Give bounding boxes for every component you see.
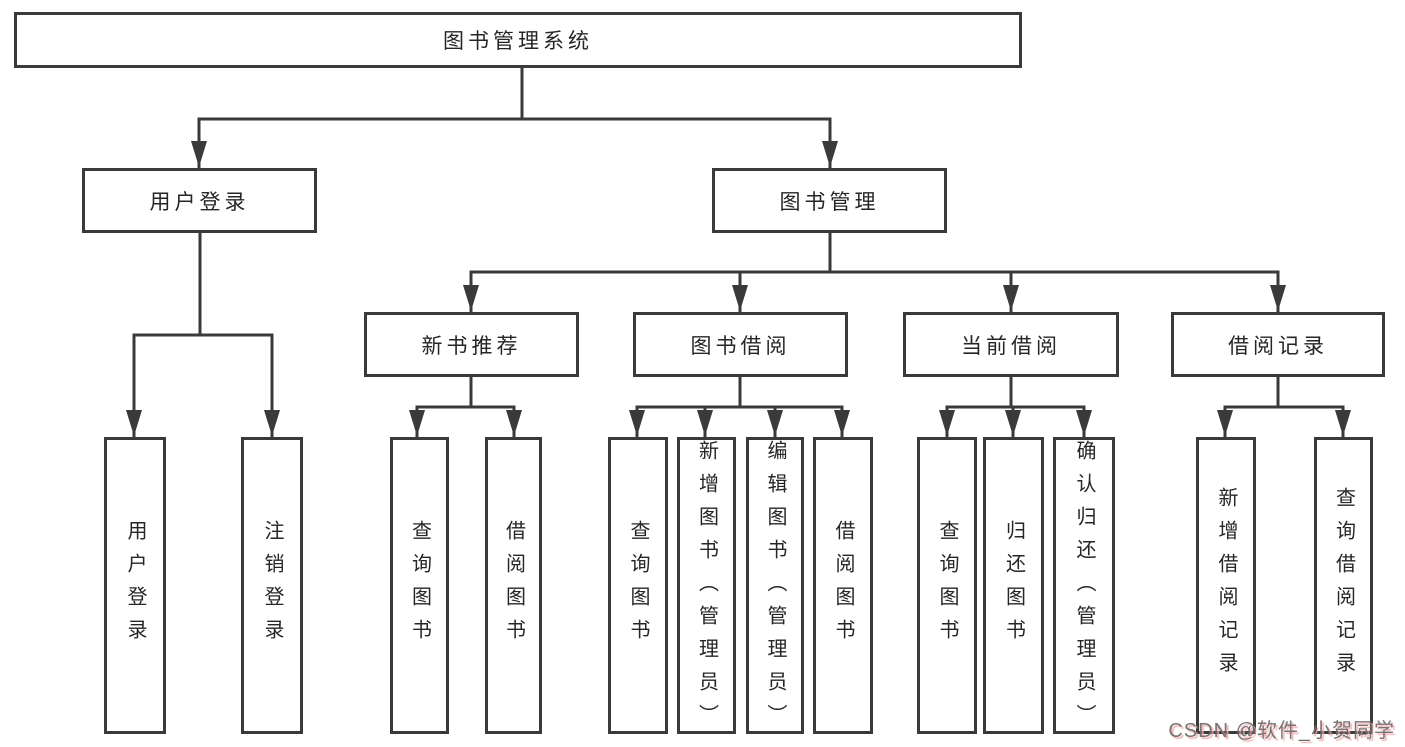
node-new-book-recommend: 新书推荐 (364, 312, 579, 377)
connector-lines (132, 68, 1345, 437)
node-current-borrowing: 当前借阅 (903, 312, 1119, 377)
leaf-borrow-books: 借阅图书 (813, 437, 873, 734)
node-book-management: 图书管理 (712, 168, 947, 233)
leaf-borrow-books-recommend: 借阅图书 (485, 437, 542, 734)
leaf-logout: 注销登录 (241, 437, 303, 734)
node-book-borrowing: 图书借阅 (633, 312, 848, 377)
leaf-query-books-borrowing: 查询图书 (608, 437, 668, 734)
csdn-watermark: CSDN @软件_小贺同学 (1168, 720, 1395, 742)
leaf-query-borrow-record: 查询借阅记录 (1314, 437, 1373, 734)
leaf-confirm-return-admin: 确认归还（管理员） (1053, 437, 1115, 737)
leaf-user-login: 用户登录 (104, 437, 166, 734)
leaf-query-books-recommend: 查询图书 (390, 437, 449, 734)
leaf-query-books-current: 查询图书 (917, 437, 977, 734)
leaf-add-borrow-record: 新增借阅记录 (1196, 437, 1256, 734)
leaf-add-books-admin: 新增图书（管理员） (677, 437, 736, 737)
leaf-edit-books-admin: 编辑图书（管理员） (746, 437, 804, 737)
leaf-return-books: 归还图书 (983, 437, 1044, 734)
arrowheads (126, 141, 1351, 436)
node-user-login-branch: 用户登录 (82, 168, 317, 233)
node-library-system: 图书管理系统 (14, 12, 1022, 68)
node-borrow-records: 借阅记录 (1171, 312, 1385, 377)
